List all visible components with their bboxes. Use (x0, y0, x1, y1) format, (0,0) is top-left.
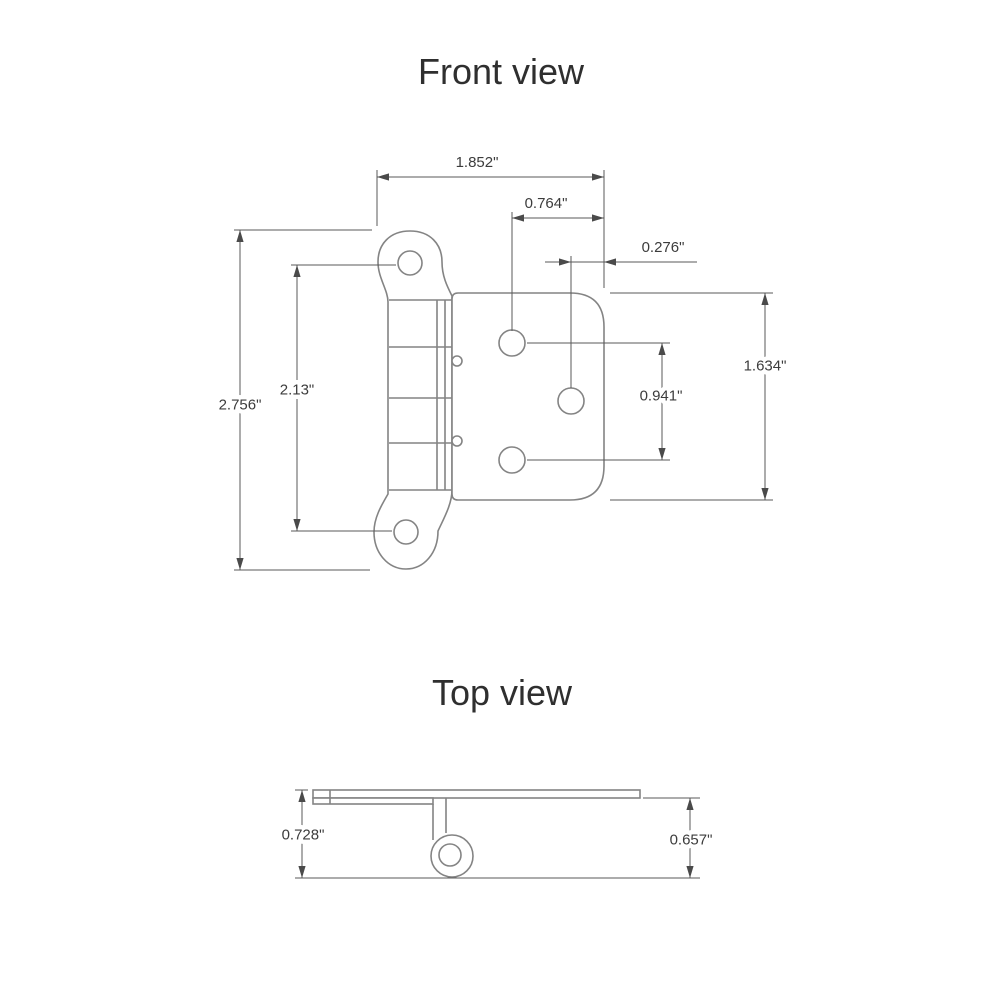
dim-total-width: 1.852" (376, 154, 605, 288)
flap-hole-bottom (498, 446, 526, 474)
dim-label-hole-to-edge: 0.764" (525, 195, 568, 212)
dim-flap-height: 1.634" (610, 292, 791, 501)
dim-label-center-hole-to-edge: 0.276" (642, 239, 685, 256)
dim-label-flap-depth: 0.657" (670, 832, 713, 849)
hinge-wing-outline (373, 230, 453, 570)
top-view-drawing (312, 789, 641, 878)
dim-label-hole-column-spacing: 0.941" (640, 388, 683, 405)
roller-barrel (430, 834, 474, 878)
screw-hole-bottom (393, 519, 419, 545)
hinge-flap-outline (451, 292, 605, 501)
flap-hole-middle (557, 387, 585, 415)
flap-hole-top (498, 329, 526, 357)
roller-barrel-inner (438, 843, 462, 867)
flap-plate-profile (312, 789, 641, 799)
dim-label-overall-depth: 0.728" (282, 827, 325, 844)
wing-plate-profile (312, 797, 434, 805)
front-view-title: Front view (418, 51, 585, 92)
dim-label-flap-height: 1.634" (744, 358, 787, 375)
dim-label-overall-height: 2.756" (219, 397, 262, 414)
dim-center-hole-to-edge: 0.276" (545, 239, 697, 388)
dim-screw-hole-spacing: 2.13" (275, 264, 396, 532)
screw-hole-top (397, 250, 423, 276)
dim-flap-depth: 0.657" (643, 797, 717, 878)
detent-bump-top (451, 355, 463, 367)
front-view-drawing (373, 230, 605, 570)
dim-label-total-width: 1.852" (456, 154, 499, 171)
dim-label-screw-hole-spacing: 2.13" (280, 382, 315, 399)
dim-overall-height: 2.756" (214, 229, 372, 571)
top-view-title: Top view (432, 672, 573, 713)
detent-bump-bottom (451, 435, 463, 447)
dim-hole-to-edge: 0.764" (511, 195, 604, 331)
